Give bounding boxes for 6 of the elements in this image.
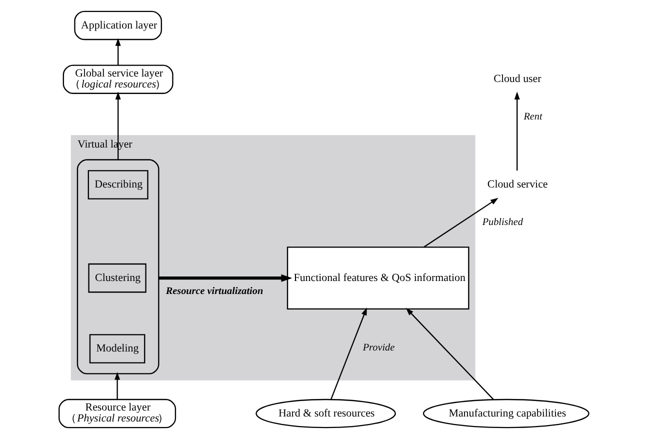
edge-label: Provide: [362, 342, 395, 354]
node-text: Cloud user: [494, 73, 542, 86]
edge-label: Resource virtualization: [166, 286, 264, 297]
node-text: Cloud service: [487, 178, 548, 191]
edge-label: Rent: [524, 111, 542, 122]
edge-label: Published: [482, 216, 523, 228]
